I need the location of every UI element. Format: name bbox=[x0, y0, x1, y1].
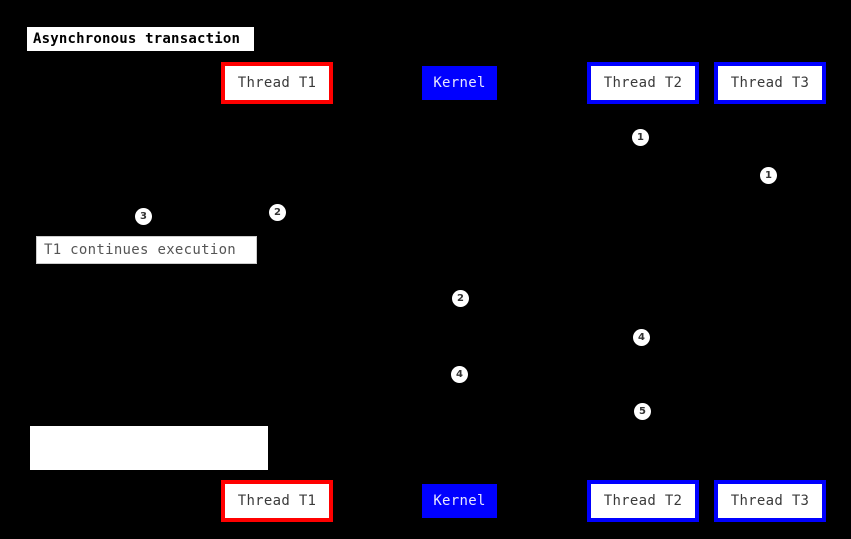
step-marker-4-kernel: 4 bbox=[451, 366, 468, 383]
step-marker-3-t1: 3 bbox=[135, 208, 152, 225]
lifeline-stub-t3-bottom bbox=[769, 476, 772, 480]
note-blank bbox=[30, 426, 268, 470]
lifeline-thread-t2 bbox=[643, 104, 644, 480]
step-marker-1-t2: 1 bbox=[632, 129, 649, 146]
step-marker-5-t2: 5 bbox=[634, 403, 651, 420]
step-marker-1-t3: 1 bbox=[760, 167, 777, 184]
lifeline-thread-t1 bbox=[277, 104, 278, 480]
participant-thread-t3-bottom[interactable]: Thread T3 bbox=[714, 480, 826, 522]
participant-thread-t2-top[interactable]: Thread T2 bbox=[587, 62, 699, 104]
participant-thread-t1-top[interactable]: Thread T1 bbox=[221, 62, 333, 104]
step-marker-4-t2: 4 bbox=[633, 329, 650, 346]
lifeline-stub-t2-bottom bbox=[642, 476, 645, 480]
participant-thread-t1-bottom[interactable]: Thread T1 bbox=[221, 480, 333, 522]
lifeline-stub-t1-bottom bbox=[276, 476, 279, 480]
participant-kernel-bottom[interactable]: Kernel bbox=[422, 484, 497, 518]
note-t1-continues-execution: T1 continues execution bbox=[36, 236, 257, 264]
participant-kernel-top[interactable]: Kernel bbox=[422, 66, 497, 100]
participant-thread-t2-bottom[interactable]: Thread T2 bbox=[587, 480, 699, 522]
participant-thread-t3-top[interactable]: Thread T3 bbox=[714, 62, 826, 104]
step-marker-2-t1: 2 bbox=[269, 204, 286, 221]
step-marker-2-kernel: 2 bbox=[452, 290, 469, 307]
diagram-title-box: Asynchronous transaction bbox=[26, 26, 255, 52]
lifeline-thread-t3 bbox=[770, 104, 771, 480]
